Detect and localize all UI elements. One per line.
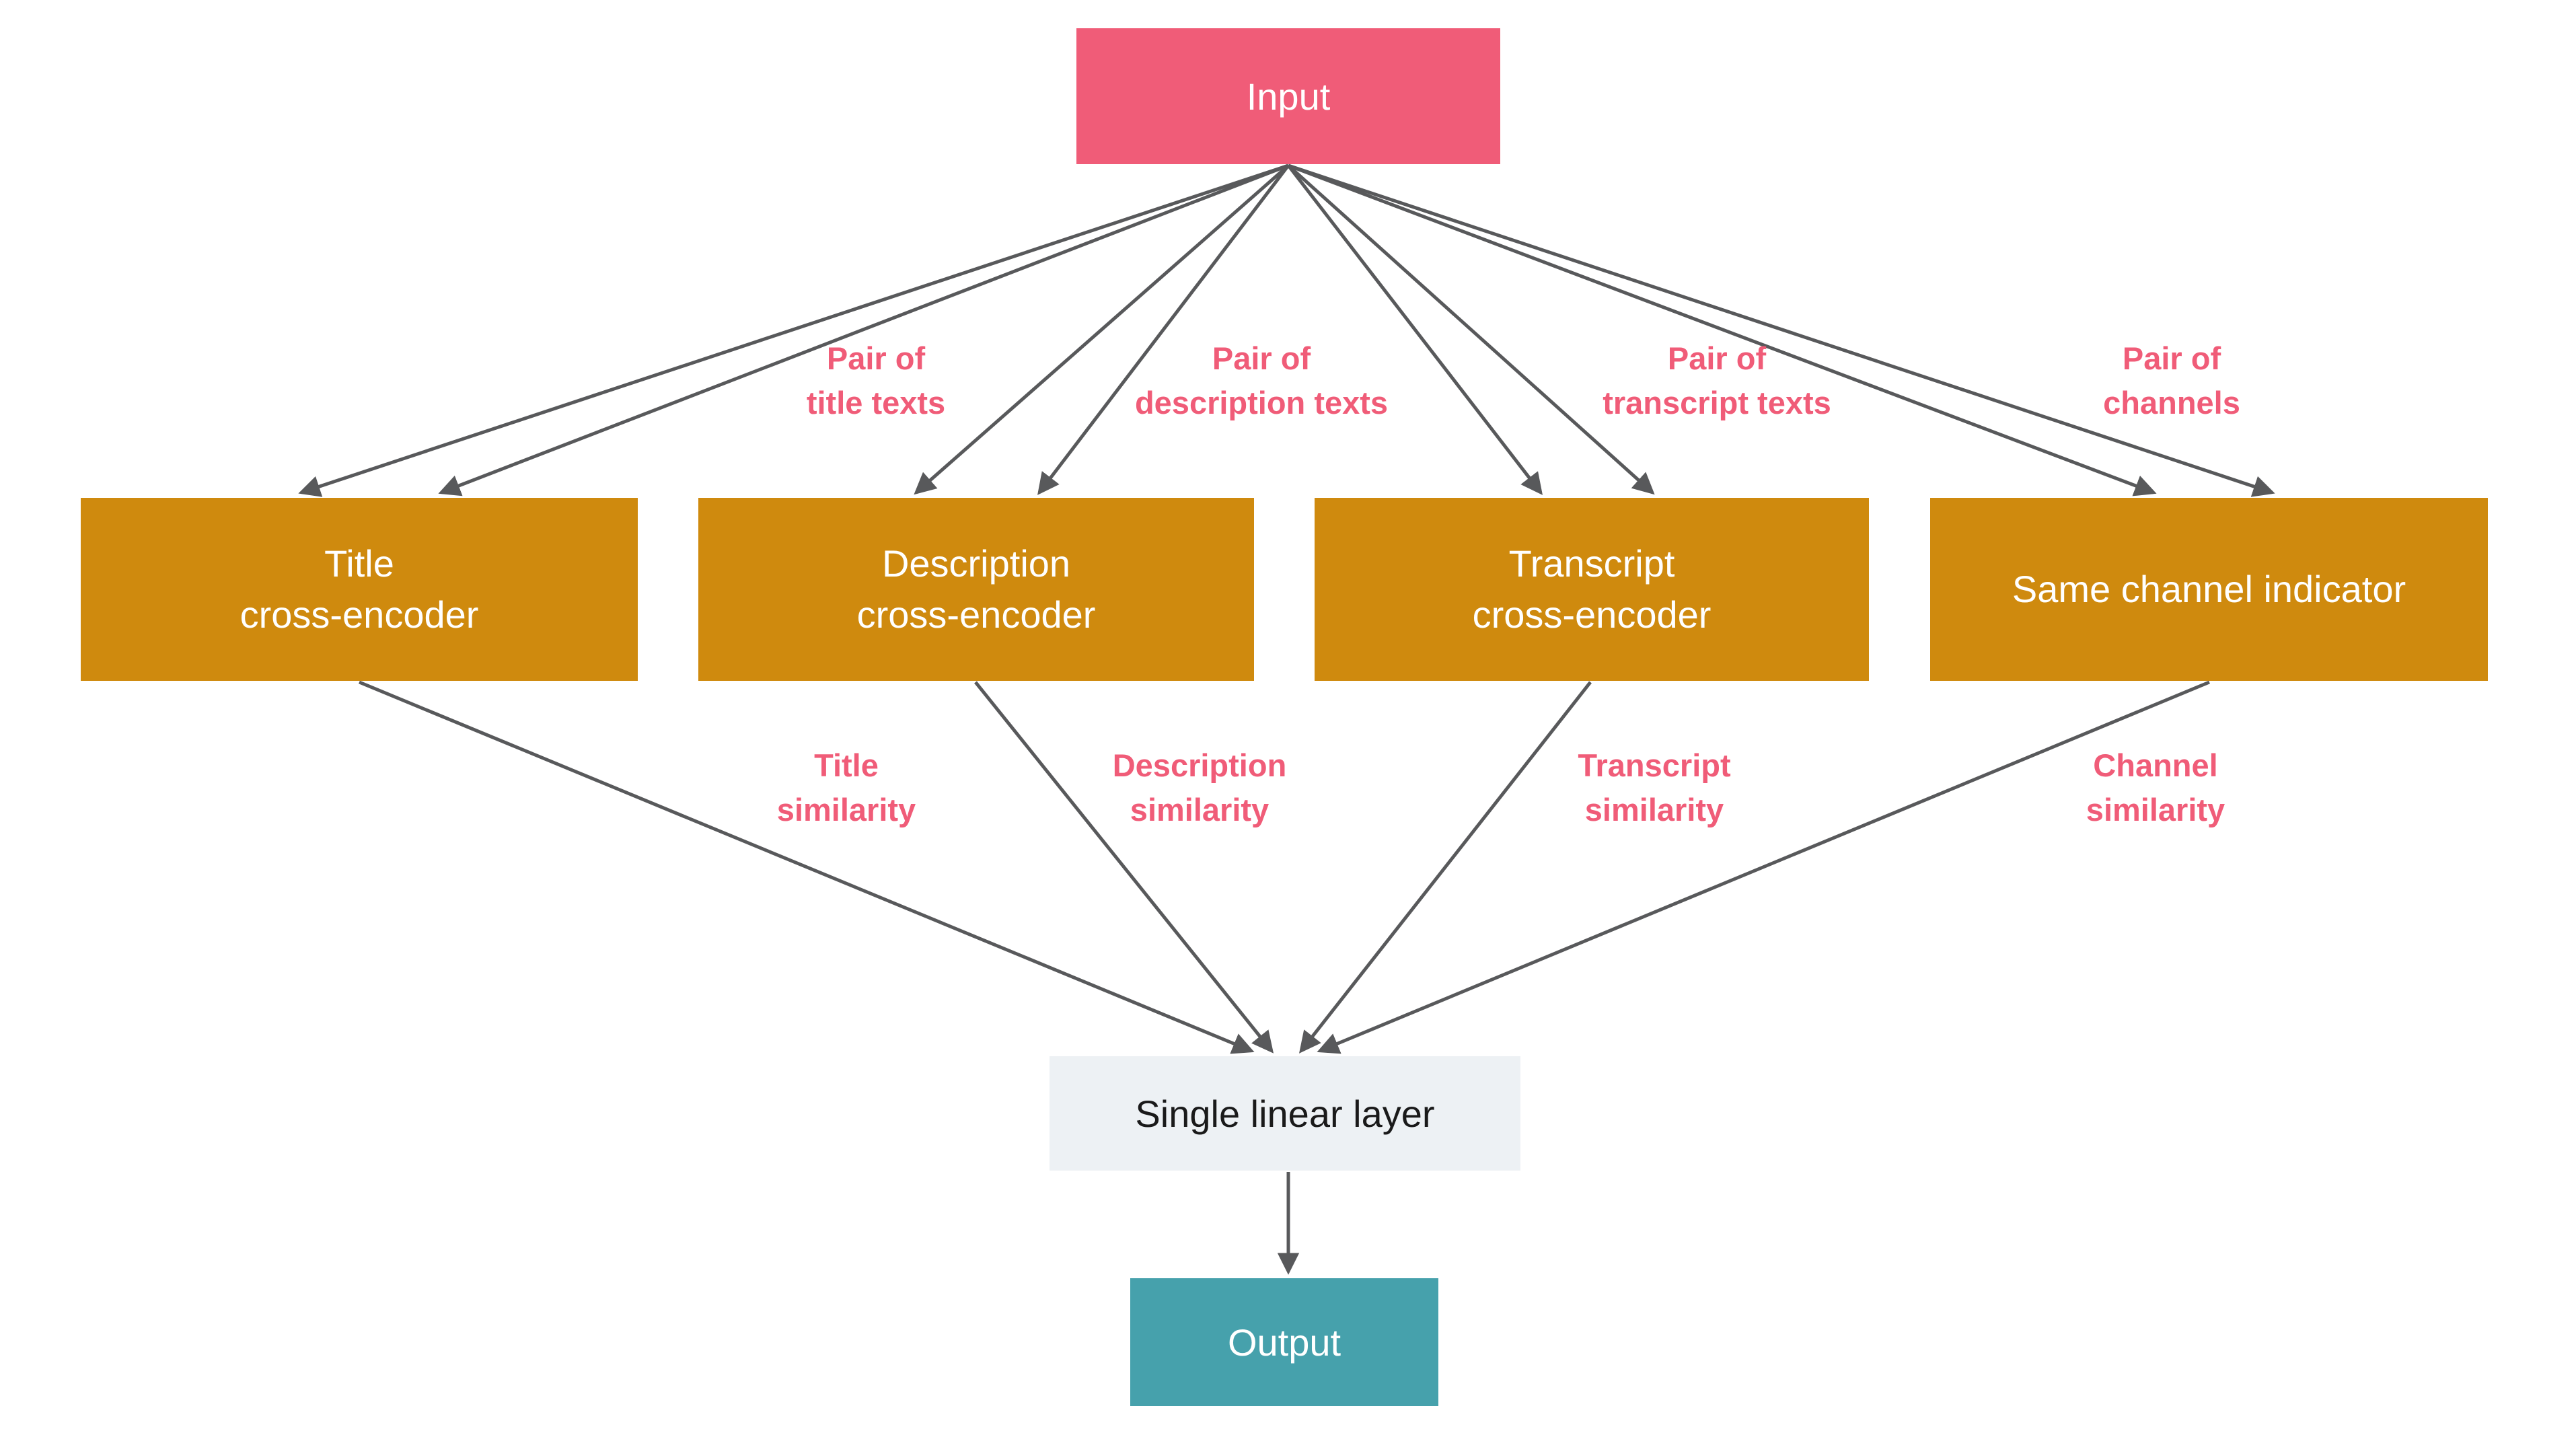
edge-label-transcript-similarity: Transcript similarity [1578,747,1731,827]
node-single-linear-layer: Single linear layer [1050,1056,1520,1171]
node-title-cross-encoder: Title cross-encoder [81,498,638,681]
node-same-channel-indicator: Same channel indicator [1930,498,2488,681]
node-input: Input [1076,28,1500,164]
edge-label-pair-of-title-texts: Pair of title texts [806,340,946,420]
edge-label-channel-similarity: Channel similarity [2086,747,2225,827]
edge-label-pair-of-channels: Pair of channels [2103,340,2240,420]
edge-label-pair-of-transcript-texts: Pair of transcript texts [1603,340,1831,420]
edge-label-pair-of-description-texts: Pair of description texts [1134,340,1389,420]
edge-label-title-similarity: Title similarity [776,747,916,827]
node-transcript-cross-encoder: Transcript cross-encoder [1315,498,1869,681]
node-description-cross-encoder: Description cross-encoder [698,498,1254,681]
edge-label-description-similarity: Description similarity [1112,747,1287,827]
node-output: Output [1130,1278,1438,1406]
